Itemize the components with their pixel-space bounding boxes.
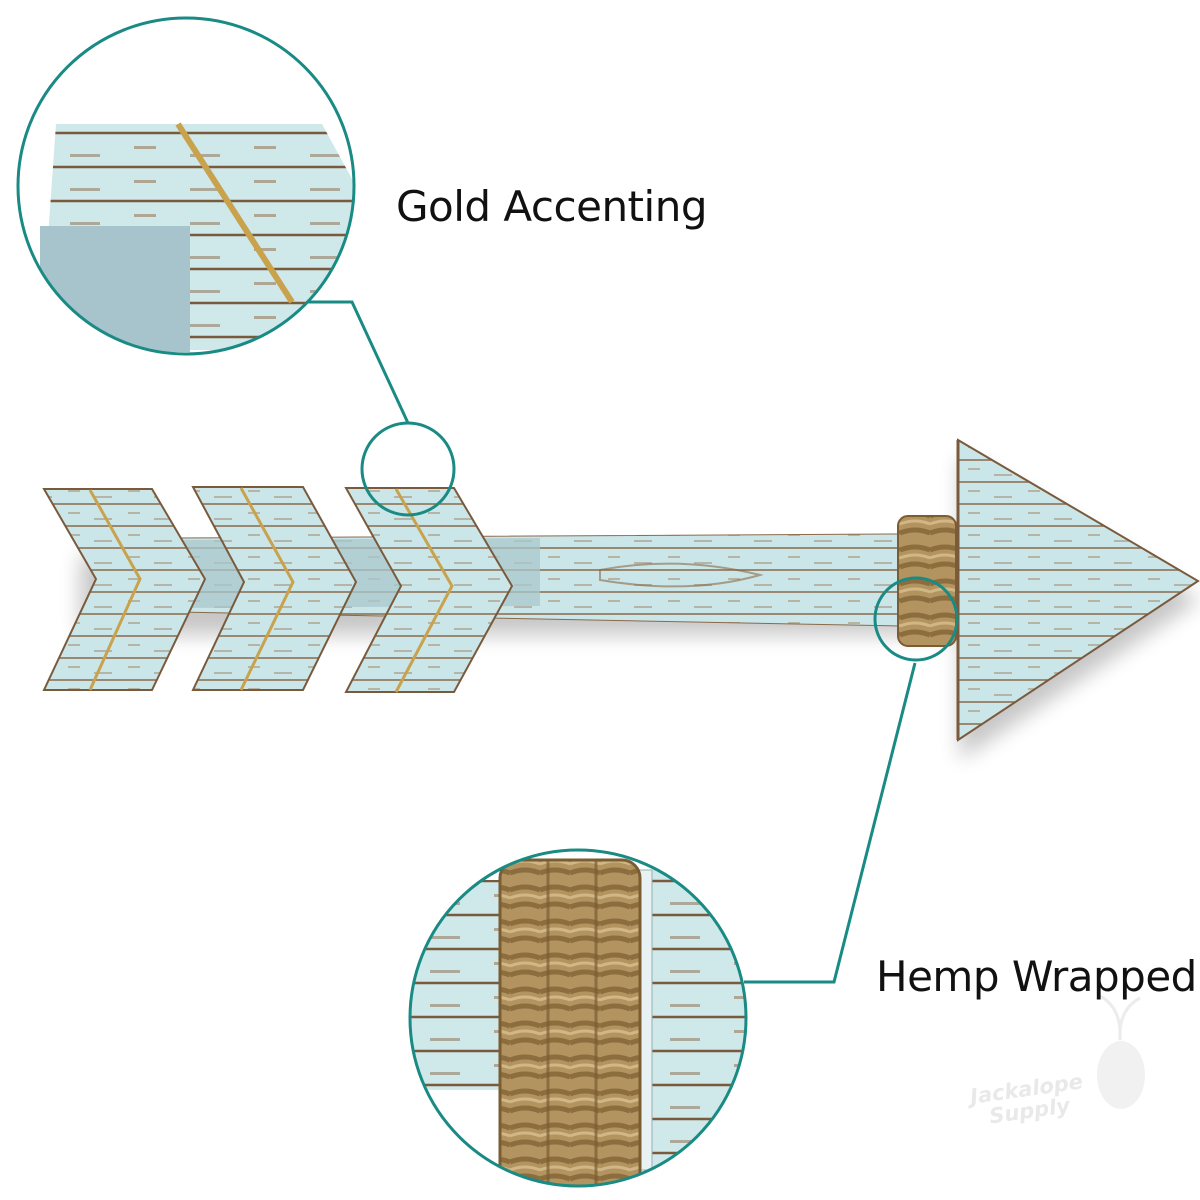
wood-grain bbox=[599, 562, 764, 588]
fletching-3 bbox=[344, 487, 514, 693]
arrowhead bbox=[957, 438, 1200, 742]
hemp-zoom bbox=[408, 848, 748, 1188]
gold-zoom-ring bbox=[16, 16, 356, 356]
hemp-callout-connector bbox=[744, 576, 959, 984]
hemp-zoom-ring bbox=[408, 848, 748, 1188]
arrow-product bbox=[42, 438, 1200, 760]
deer-logo-icon bbox=[1097, 994, 1145, 1109]
gold-accent-zoom bbox=[16, 16, 356, 356]
gold-callout-connector bbox=[292, 300, 456, 517]
gold-accenting-label: Gold Accenting bbox=[396, 182, 707, 231]
hemp-wrapped-label: Hemp Wrapped bbox=[876, 952, 1197, 1001]
fletching-1 bbox=[42, 488, 207, 691]
fletching-2 bbox=[191, 486, 358, 691]
